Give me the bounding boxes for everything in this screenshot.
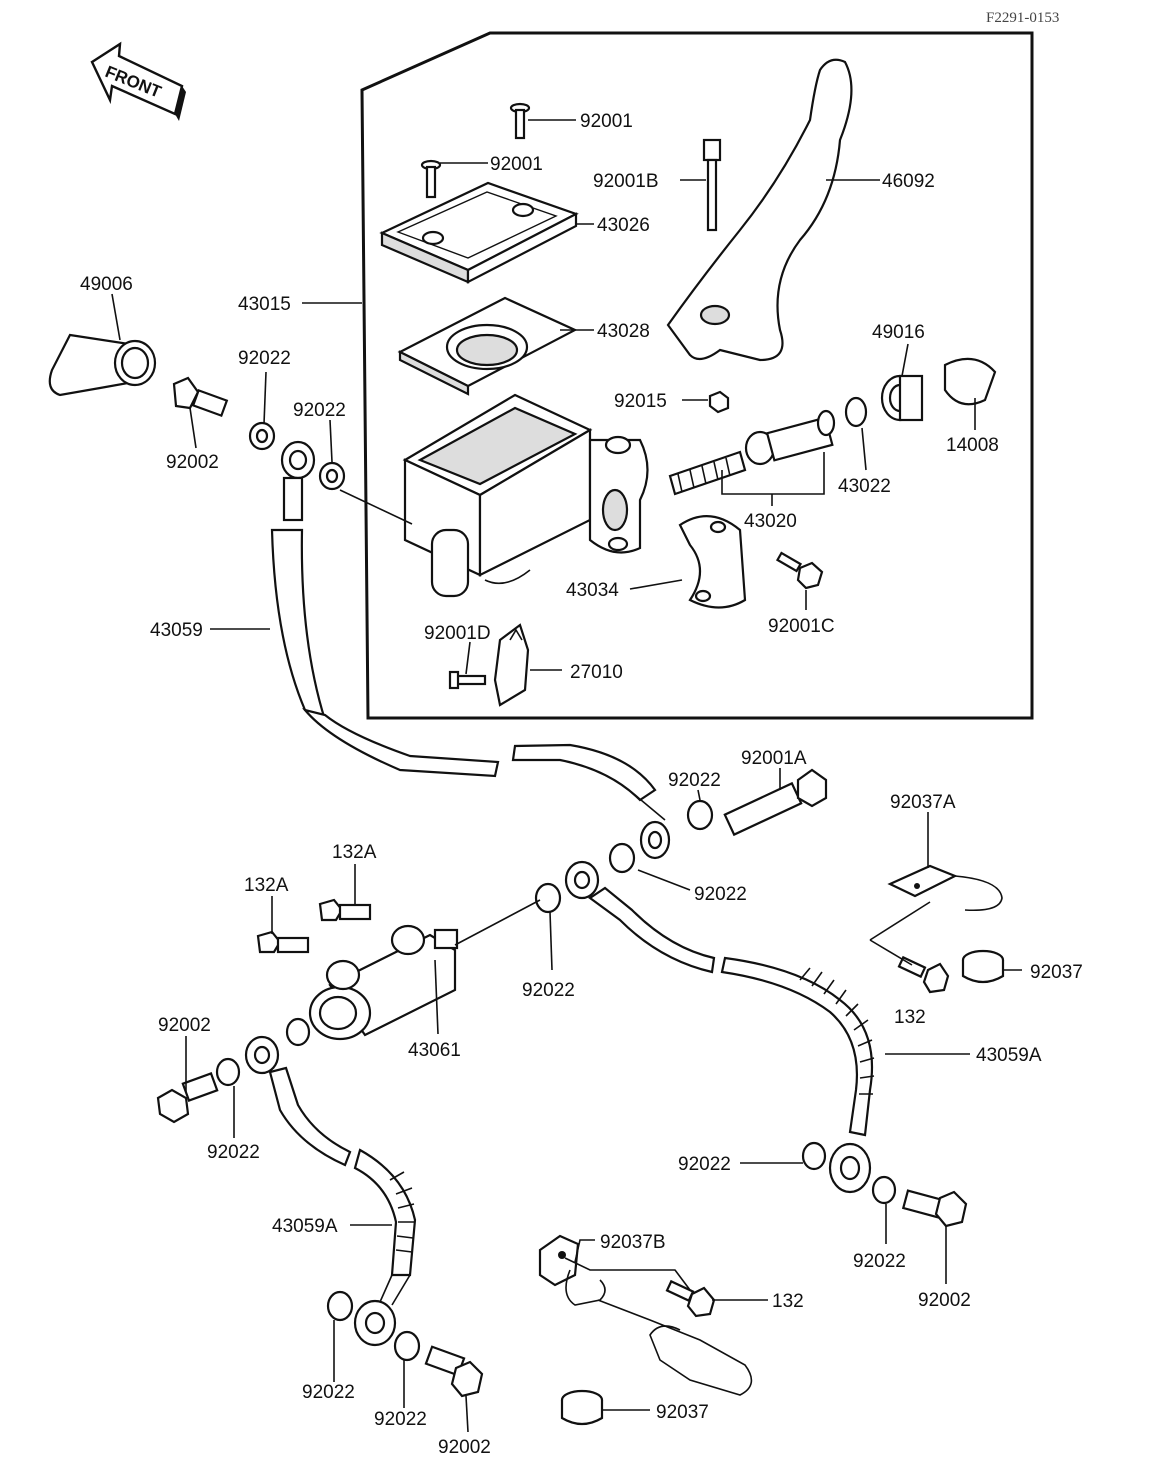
part-label-49016: 49016 bbox=[872, 322, 925, 343]
part-label-92037: 92037 bbox=[1030, 962, 1083, 983]
part-label-92002: 92002 bbox=[166, 452, 219, 473]
left-caliper-banjo-bolt bbox=[424, 1345, 484, 1398]
part-label-132: 132 bbox=[894, 1007, 926, 1028]
junction-washer-middle bbox=[608, 842, 636, 874]
left-junction-washer bbox=[215, 1057, 241, 1087]
part-label-92002: 92002 bbox=[918, 1290, 971, 1311]
part-label-43059A: 43059A bbox=[272, 1216, 338, 1237]
piston bbox=[744, 409, 836, 466]
part-label-92022: 92022 bbox=[302, 1382, 355, 1403]
caliper-mount-bolt-lower bbox=[256, 930, 310, 954]
part-label-92037B: 92037B bbox=[600, 1232, 666, 1253]
part-label-92022: 92022 bbox=[293, 400, 346, 421]
upper-banjo-bolt bbox=[172, 376, 229, 418]
part-label-43028: 43028 bbox=[597, 321, 650, 342]
part-label-92022: 92022 bbox=[853, 1251, 906, 1272]
master-cylinder-boot bbox=[48, 333, 157, 397]
part-label-27010: 27010 bbox=[570, 662, 623, 683]
master-cylinder-body bbox=[402, 393, 649, 598]
caliper-mount-bolt-upper bbox=[318, 898, 372, 922]
bracket-bolt-a bbox=[897, 955, 950, 994]
part-label-92022: 92022 bbox=[522, 980, 575, 1001]
left-brake-hose bbox=[244, 1035, 417, 1347]
right-caliper-banjo-bolt bbox=[901, 1189, 968, 1228]
part-label-92002: 92002 bbox=[158, 1015, 211, 1036]
part-label-92022: 92022 bbox=[668, 770, 721, 791]
hose-grommet-a bbox=[961, 949, 1005, 984]
pivot-nut bbox=[708, 390, 730, 414]
part-label-92001: 92001 bbox=[580, 111, 633, 132]
part-label-43022: 43022 bbox=[838, 476, 891, 497]
piston-spring bbox=[668, 450, 747, 496]
hose-grommet-b bbox=[560, 1389, 604, 1426]
upper-brake-hose bbox=[270, 440, 671, 860]
left-junction-banjo-bolt bbox=[156, 1072, 219, 1124]
reservoir-cap-screw-lower bbox=[420, 159, 442, 199]
right-brake-hose bbox=[564, 860, 875, 1194]
piston-dust-seal bbox=[880, 374, 924, 422]
piston-washer bbox=[844, 396, 868, 428]
diagram-reference-code: F2291-0153 bbox=[986, 10, 1059, 26]
front-direction-arrow: FRONT bbox=[90, 41, 186, 121]
left-caliper-washer-lower bbox=[393, 1330, 421, 1362]
hose-bracket-a bbox=[887, 864, 1003, 912]
part-labels: 92001 92001 92001B 46092 43026 43015 430… bbox=[80, 111, 1083, 1458]
part-label-132A: 132A bbox=[332, 842, 377, 863]
hose-bracket-b bbox=[538, 1234, 753, 1396]
junction-outlet-washer bbox=[285, 1017, 311, 1047]
junction-banjo-bolt bbox=[723, 768, 828, 837]
brake-light-switch bbox=[493, 623, 530, 707]
part-label-92022: 92022 bbox=[374, 1409, 427, 1430]
hose-junction bbox=[308, 899, 541, 1041]
part-label-92022: 92022 bbox=[238, 348, 291, 369]
part-label-92001D: 92001D bbox=[424, 623, 491, 644]
bracket-bolt-b bbox=[665, 1279, 716, 1318]
upper-washer-left bbox=[248, 421, 276, 451]
brake-lever bbox=[666, 58, 853, 362]
part-label-43061: 43061 bbox=[408, 1040, 461, 1061]
part-label-92001B: 92001B bbox=[593, 171, 659, 192]
clamp-bolt bbox=[775, 551, 824, 590]
part-label-14008: 14008 bbox=[946, 435, 999, 456]
part-label-132A: 132A bbox=[244, 875, 289, 896]
right-caliper-washer-upper bbox=[801, 1141, 827, 1171]
leader-lines bbox=[111, 119, 1022, 1433]
right-caliper-washer-lower bbox=[871, 1175, 897, 1205]
left-caliper-washer-upper bbox=[326, 1290, 354, 1322]
part-label-92001C: 92001C bbox=[768, 616, 835, 637]
part-label-92037A: 92037A bbox=[890, 792, 956, 813]
part-label-43020: 43020 bbox=[744, 511, 797, 532]
part-label-92002: 92002 bbox=[438, 1437, 491, 1458]
part-label-92037: 92037 bbox=[656, 1402, 709, 1423]
junction-washer-lower bbox=[534, 882, 562, 914]
junction-washer-upper bbox=[686, 799, 714, 831]
part-label-46092: 46092 bbox=[882, 171, 935, 192]
part-label-92022: 92022 bbox=[678, 1154, 731, 1175]
part-label-92015: 92015 bbox=[614, 391, 667, 412]
part-label-92022: 92022 bbox=[207, 1142, 260, 1163]
part-label-43059A: 43059A bbox=[976, 1045, 1042, 1066]
upper-washer-right bbox=[318, 461, 346, 491]
piston-boot bbox=[943, 357, 997, 406]
part-label-43015: 43015 bbox=[238, 294, 291, 315]
part-label-43026: 43026 bbox=[597, 215, 650, 236]
part-label-43059: 43059 bbox=[150, 620, 203, 641]
reservoir-diaphragm bbox=[397, 296, 578, 396]
part-label-92001A: 92001A bbox=[741, 748, 807, 769]
part-label-49006: 49006 bbox=[80, 274, 133, 295]
lever-pivot-bolt bbox=[702, 138, 722, 232]
handlebar-clamp bbox=[678, 515, 747, 609]
part-label-43034: 43034 bbox=[566, 580, 619, 601]
part-label-92001: 92001 bbox=[490, 154, 543, 175]
part-label-92022: 92022 bbox=[694, 884, 747, 905]
reservoir-cap bbox=[379, 181, 579, 284]
brake-switch-screw bbox=[448, 670, 487, 690]
part-label-132: 132 bbox=[772, 1291, 804, 1312]
master-cylinder-assembly-frame bbox=[360, 31, 1034, 720]
reservoir-cap-screw-upper bbox=[509, 102, 531, 140]
